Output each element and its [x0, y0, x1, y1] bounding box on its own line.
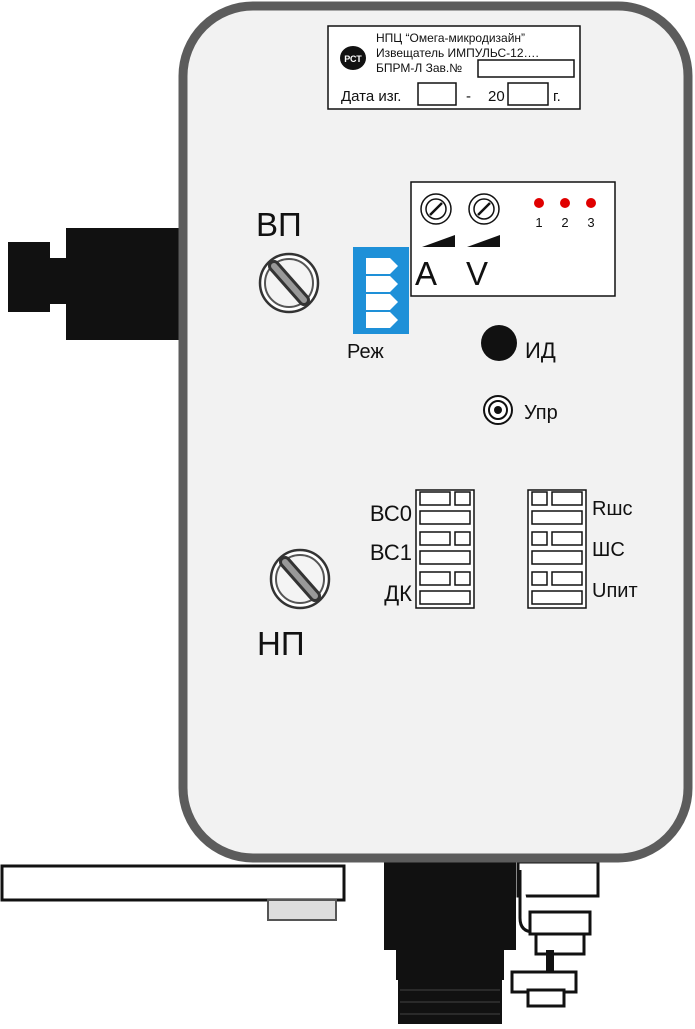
lower-screw-icon	[269, 548, 331, 610]
ramp-v-icon	[467, 235, 500, 247]
left-terminal-block	[415, 489, 475, 609]
vp-label: ВП	[256, 206, 302, 243]
serial-number-box	[477, 59, 575, 78]
adjustment-panel: A V 1 2 3	[410, 181, 616, 297]
led-1-label: 1	[535, 215, 542, 230]
terminal-vc1-label: ВС1	[370, 540, 412, 565]
led-2-icon	[560, 198, 570, 208]
mode-label: Реж	[347, 341, 384, 363]
terminal-vc0-label: ВС0	[370, 501, 412, 526]
nameplate-line-3: БПРМ-Л Зав.№	[376, 61, 462, 75]
id-label: ИД	[525, 338, 556, 363]
terminal-rshs-label: Rшс	[592, 498, 633, 520]
upr-button-icon[interactable]	[483, 395, 513, 425]
trimmer-a-label: A	[415, 255, 437, 292]
date-label: Дата изг.	[341, 88, 401, 105]
svg-text:РСТ: РСТ	[344, 54, 362, 64]
np-label: НП	[257, 625, 305, 662]
year-box	[507, 82, 549, 106]
grounding-bolt	[510, 860, 600, 1008]
terminal-upit-label: Uпит	[592, 580, 638, 602]
nameplate-line-2: Извещатель ИМПУЛЬС-12….	[376, 46, 539, 60]
mounting-bracket	[0, 864, 346, 921]
month-box	[417, 82, 457, 106]
terminal-shs-label: ШС	[592, 539, 625, 561]
right-terminal-block	[527, 489, 587, 609]
nameplate: РСТ НПЦ “Омега-микродизайн” Извещатель И…	[327, 25, 581, 110]
trimmer-v-label: V	[466, 255, 488, 292]
svg-text:г.: г.	[553, 88, 561, 105]
led-3-label: 3	[587, 215, 594, 230]
mode-dip-switch[interactable]	[353, 247, 409, 334]
device-housing	[178, 1, 693, 863]
id-indicator-icon	[481, 325, 517, 361]
bottom-cable-gland	[384, 862, 516, 1024]
ramp-a-icon	[422, 235, 455, 247]
terminal-dk-label: ДК	[384, 581, 412, 606]
led-2-label: 2	[561, 215, 568, 230]
led-1-icon	[534, 198, 544, 208]
upr-label: Упр	[524, 402, 558, 424]
upper-screw-icon	[258, 252, 320, 314]
trimmer-v-icon[interactable]	[468, 193, 500, 225]
nameplate-line-1: НПЦ “Омега-микродизайн”	[376, 31, 525, 45]
certification-mark-icon: РСТ	[340, 46, 366, 70]
svg-text:-: -	[466, 88, 471, 105]
svg-text:20: 20	[488, 88, 505, 105]
led-3-icon	[586, 198, 596, 208]
trimmer-a-icon[interactable]	[420, 193, 452, 225]
left-cable-gland	[8, 228, 184, 340]
